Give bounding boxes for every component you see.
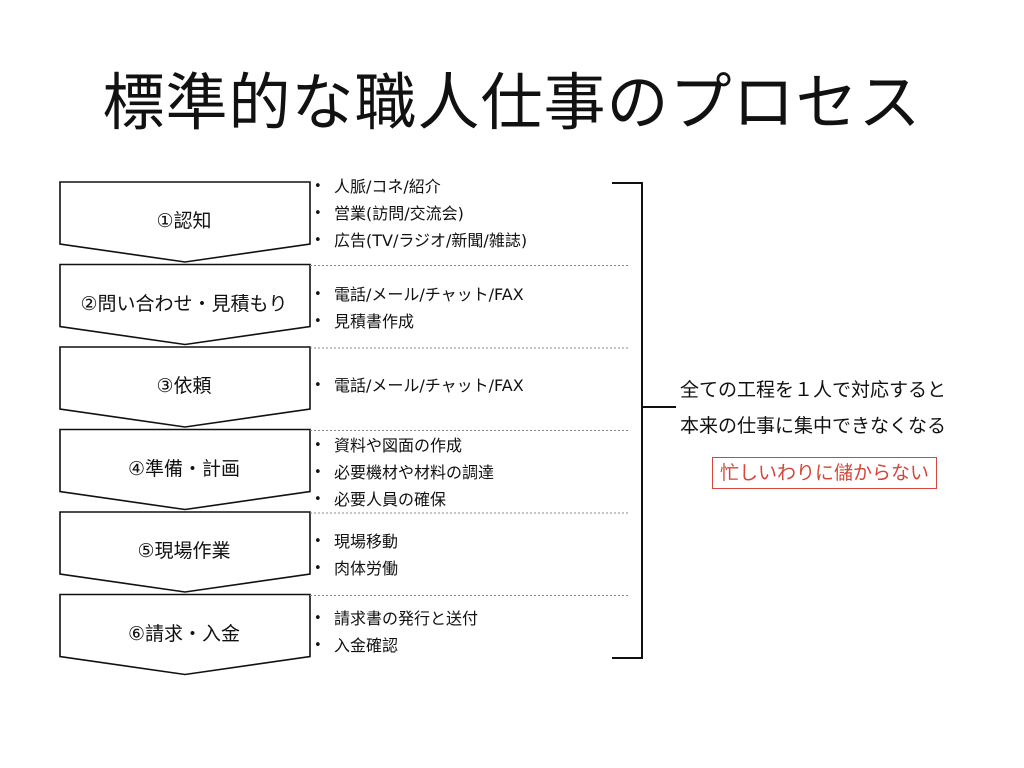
step-5-items: 現場移動肉体労働 bbox=[312, 528, 398, 582]
alert-box: 忙しいわりに儲からない bbox=[712, 457, 938, 489]
step-arrow-6 bbox=[59, 593, 311, 676]
bullet-item: 人脈/コネ/紹介 bbox=[312, 173, 527, 200]
step-3-items: 電話/メール/チャット/FAX bbox=[312, 372, 524, 399]
step-4-items: 資料や図面の作成必要機材や材料の調達必要人員の確保 bbox=[312, 432, 494, 513]
step-label-6: ⑥請求・入金 bbox=[127, 622, 241, 645]
bullet-item: 営業(訪問/交流会) bbox=[312, 200, 527, 227]
bullet-item: 広告(TV/ラジオ/新聞/雑誌) bbox=[312, 227, 527, 254]
summary-line-2: 本来の仕事に集中できなくなる bbox=[680, 415, 947, 437]
step-label-1: ①認知 bbox=[156, 210, 212, 232]
step-arrow-3 bbox=[59, 346, 311, 428]
bullet-item: 資料や図面の作成 bbox=[312, 432, 494, 459]
bullet-item: 必要人員の確保 bbox=[312, 486, 494, 513]
bullet-item: 電話/メール/チャット/FAX bbox=[312, 281, 524, 308]
bullet-item: 見積書作成 bbox=[312, 308, 524, 335]
summary-line-1: 全ての工程を１人で対応すると bbox=[680, 379, 947, 401]
bullet-item: 入金確認 bbox=[312, 632, 478, 659]
step-label-2: ②問い合わせ・見積もり bbox=[80, 292, 288, 315]
slide-title: 標準的な職人仕事のプロセス bbox=[102, 66, 922, 139]
step-2-items: 電話/メール/チャット/FAX見積書作成 bbox=[312, 281, 524, 335]
step-label-4: ④準備・計画 bbox=[127, 457, 241, 480]
bullet-item: 必要機材や材料の調達 bbox=[312, 459, 494, 486]
step-arrow-2 bbox=[59, 263, 311, 346]
summary-text: 全ての工程を１人で対応すると 本来の仕事に集中できなくなる bbox=[680, 372, 1010, 444]
bullet-item: 電話/メール/チャット/FAX bbox=[312, 372, 524, 399]
right-bracket bbox=[612, 182, 676, 659]
step-arrow-1 bbox=[59, 181, 311, 263]
bullet-item: 現場移動 bbox=[312, 528, 398, 555]
step-label-5: ⑤現場作業 bbox=[137, 540, 231, 562]
step-1-items: 人脈/コネ/紹介営業(訪問/交流会)広告(TV/ラジオ/新聞/雑誌) bbox=[312, 173, 527, 254]
bullet-item: 肉体労働 bbox=[312, 555, 398, 582]
step-arrow-4 bbox=[59, 428, 311, 511]
step-6-items: 請求書の発行と送付入金確認 bbox=[312, 605, 478, 659]
bullet-item: 請求書の発行と送付 bbox=[312, 605, 478, 632]
step-label-3: ③依頼 bbox=[156, 375, 212, 397]
step-arrow-5 bbox=[59, 511, 311, 593]
